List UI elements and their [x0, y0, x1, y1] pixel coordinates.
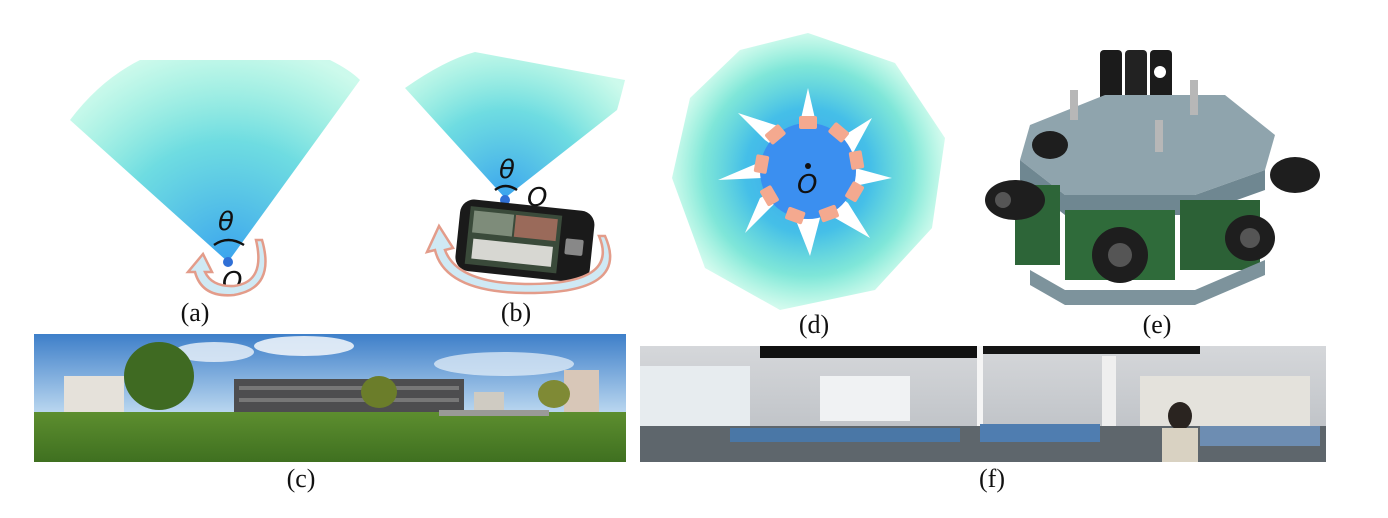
caption-e: (e)	[1142, 310, 1172, 339]
camera-rig-icon	[985, 50, 1320, 305]
panel-c-panorama	[34, 334, 626, 462]
origin-dot	[805, 163, 811, 169]
caption-c: (c)	[286, 464, 316, 493]
theta-label: θ	[218, 207, 234, 237]
angle-arc	[494, 184, 518, 192]
caption-f: (f)	[979, 464, 1005, 493]
panel-a-diagram: θ O	[70, 60, 360, 297]
camera-ring	[760, 123, 856, 219]
origin-label: O	[527, 183, 547, 213]
panel-f-panorama	[640, 346, 1326, 462]
angle-arc	[213, 238, 245, 247]
origin-label: O	[797, 170, 817, 200]
lens-blocks	[753, 116, 865, 225]
rotation-arrow	[424, 223, 612, 295]
rotation-arrow	[185, 238, 267, 297]
fov-fan	[405, 52, 625, 198]
fov-fan	[70, 60, 360, 262]
origin-dot	[223, 257, 233, 267]
theta-label: θ	[499, 155, 515, 185]
caption-a: (a)	[180, 298, 210, 327]
panel-b-diagram: θ O	[405, 52, 625, 295]
caption-b: (b)	[500, 298, 532, 327]
smartphone-icon	[455, 199, 595, 283]
caption-d: (d)	[798, 310, 830, 339]
panel-d-diagram: O	[672, 33, 945, 310]
